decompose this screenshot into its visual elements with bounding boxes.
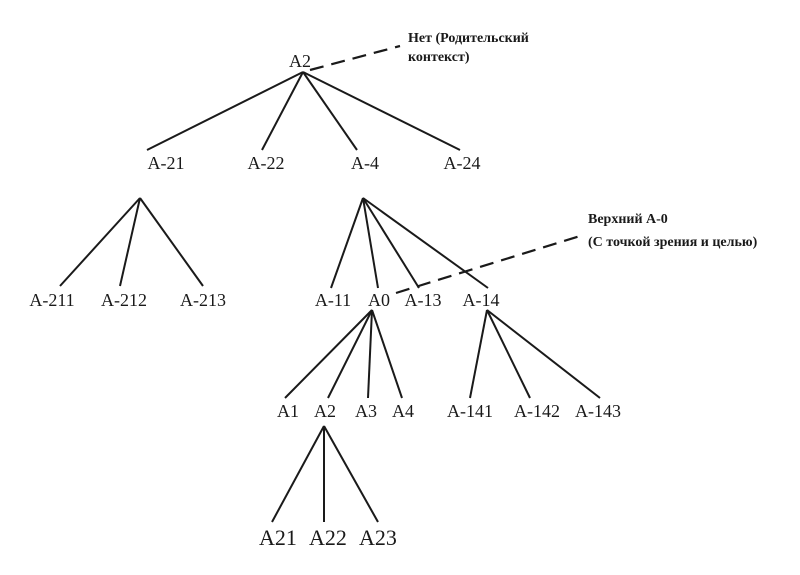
edge-a4-a13	[362, 197, 420, 289]
node-a-4: A-4	[351, 153, 379, 173]
node-a-13: A-13	[405, 290, 442, 310]
edge-a2-a22	[261, 71, 304, 151]
node-a2-level3: A2	[314, 401, 336, 421]
edge-a0-b2	[327, 309, 373, 399]
node-a21-level4: A21	[259, 525, 297, 550]
node-a-213: A-213	[180, 290, 226, 310]
edge-a14-a142	[486, 309, 531, 399]
edge-a14-a143	[486, 309, 601, 399]
edge-b2-c21	[271, 425, 325, 523]
dashed-leader-mid	[395, 234, 581, 295]
note-parent-context-line1: Нет (Родительский	[408, 31, 529, 46]
edge-a21-a212	[119, 197, 141, 287]
edge-a0-b3	[367, 309, 373, 399]
node-a3-level3: A3	[355, 401, 377, 421]
edge-b2-c23	[323, 425, 379, 523]
dashed-leader-top	[309, 44, 401, 72]
edge-a2-a21	[146, 71, 304, 151]
node-a-142: A-142	[514, 401, 560, 421]
edge-a14-a141	[469, 309, 488, 399]
node-a-14: A-14	[463, 290, 500, 310]
node-a-141: A-141	[447, 401, 493, 421]
edge-a2-a4	[302, 71, 358, 151]
edge-a21-a213	[139, 197, 204, 287]
edge-a0-b4	[371, 309, 403, 399]
edge-a4-a14	[362, 197, 489, 289]
edge-a4-a11	[330, 197, 364, 289]
edge-a2-a24	[302, 71, 461, 151]
node-a-212: A-212	[101, 290, 147, 310]
node-a-143: A-143	[575, 401, 621, 421]
node-a0: A0	[368, 290, 390, 310]
node-a-211: A-211	[29, 290, 74, 310]
node-a4-level3: A4	[392, 401, 414, 421]
node-a-22: A-22	[248, 153, 285, 173]
edge-a21-a211	[59, 197, 141, 287]
node-a-24: A-24	[444, 153, 481, 173]
edge-a4-a0	[362, 197, 379, 289]
node-a-11: A-11	[315, 290, 351, 310]
node-a23-level4: A23	[359, 525, 397, 550]
node-a2-root: A2	[289, 51, 311, 71]
note-top-a0-line2: (С точкой зрения и целью)	[588, 235, 758, 250]
note-top-a0-line1: Верхний А-0	[588, 212, 668, 227]
node-a22-level4: A22	[309, 525, 347, 550]
node-a-21: A-21	[148, 153, 185, 173]
note-parent-context-line2: контекст)	[408, 50, 470, 65]
edge-a0-b1	[284, 309, 373, 399]
node-a1-level3: A1	[277, 401, 299, 421]
